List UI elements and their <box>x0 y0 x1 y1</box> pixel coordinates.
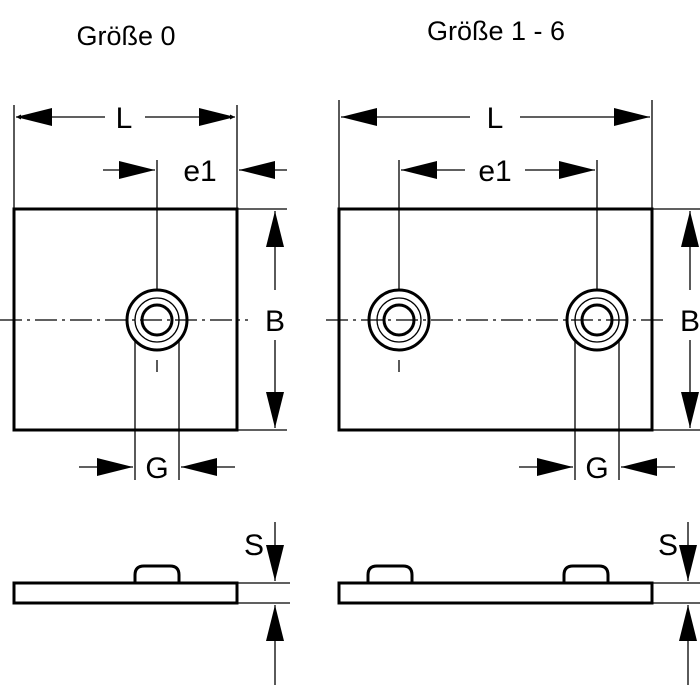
title-size-1-6: Größe 1 - 6 <box>427 16 565 46</box>
label-e1: e1 <box>478 155 511 188</box>
label-S: S <box>244 529 264 562</box>
boss-1 <box>366 564 414 583</box>
threaded-hole <box>125 288 189 352</box>
label-L: L <box>116 102 133 135</box>
label-B: B <box>265 305 285 338</box>
label-G: G <box>145 452 168 485</box>
label-B: B <box>680 305 700 338</box>
boss <box>133 564 181 583</box>
plate-side <box>12 581 239 605</box>
plate-side <box>337 581 654 605</box>
label-G: G <box>585 452 608 485</box>
label-S: S <box>658 529 678 562</box>
size1-6-side-view: S <box>337 522 700 685</box>
size0-top-view: L e1 B G <box>0 102 287 485</box>
title-size-0: Größe 0 <box>76 21 175 51</box>
label-e1: e1 <box>183 155 216 188</box>
size1-6-top-view: L e1 B G <box>326 100 700 485</box>
size0-side-view: S <box>12 522 290 685</box>
boss-2 <box>562 564 610 583</box>
label-L: L <box>487 102 504 135</box>
